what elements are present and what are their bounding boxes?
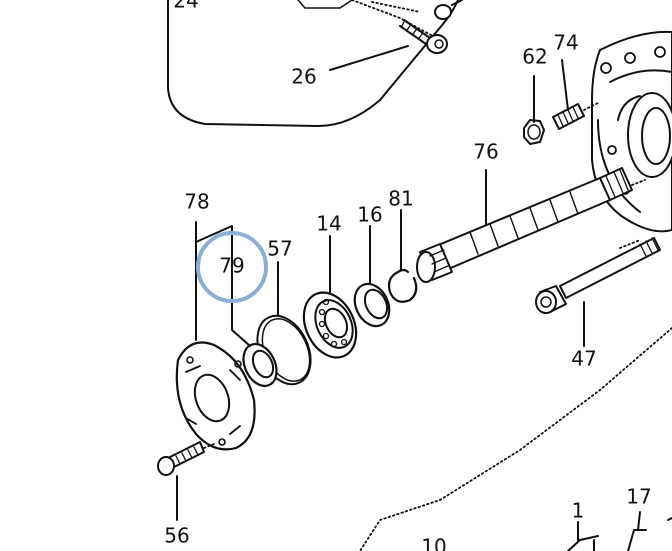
leader-lines [176,59,641,541]
label-10: 10 [421,535,446,551]
part-labels: 24 26 62 74 76 78 79 57 14 16 81 47 56 1… [164,0,651,551]
label-81: 81 [388,187,413,211]
label-17: 17 [626,485,651,509]
label-47: 47 [571,347,596,371]
label-1: 1 [572,499,585,523]
drive-shaft-76 [416,167,646,283]
circlip-81 [387,268,418,303]
label-26: 26 [291,65,316,89]
screw-top-small [434,0,463,20]
bottom-parts [567,517,672,551]
spacer-ring-16 [353,282,391,328]
label-56: 56 [164,524,189,548]
cover-flange-78 [175,341,256,451]
label-14: 14 [316,212,341,236]
set-screw-74 [552,101,601,130]
nut-62 [523,119,545,145]
label-76: 76 [473,140,498,164]
label-78: 78 [184,190,209,214]
ball-bearing-14 [302,291,358,359]
label-16: 16 [357,203,382,227]
label-79: 79 [219,254,244,278]
upper-housing-inset [167,0,463,127]
label-57: 57 [267,237,292,261]
label-74: 74 [553,31,578,55]
label-62: 62 [522,45,547,69]
long-bolt-47 [535,237,661,314]
bolt-26 [399,19,448,54]
highlight-circle [196,231,268,303]
seal-79 [242,342,278,388]
bolt-56 [157,441,215,476]
label-24: 24 [173,0,198,13]
